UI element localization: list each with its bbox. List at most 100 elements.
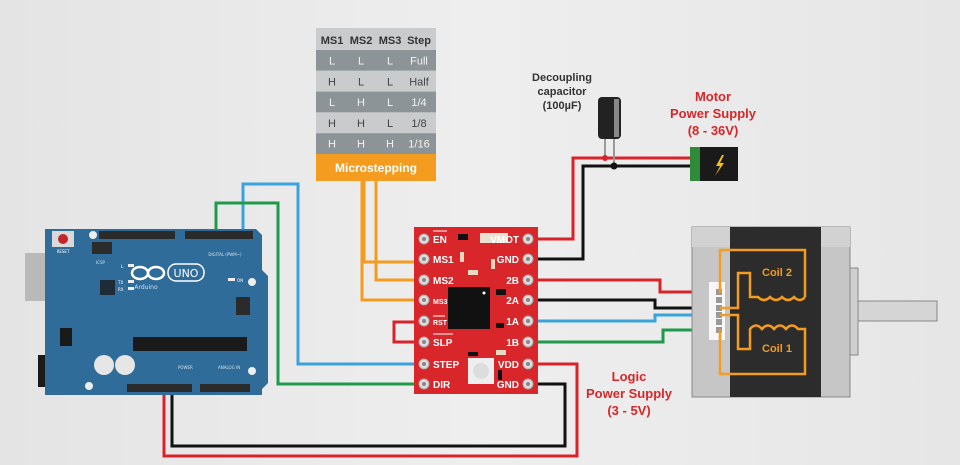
led-on-label: ON <box>237 278 243 283</box>
driver-pin-label: DIR <box>433 380 451 391</box>
table-footer <box>316 154 436 181</box>
mount-hole <box>248 367 256 375</box>
connector-pin <box>716 297 722 303</box>
smd-component <box>498 370 502 380</box>
driver-pin-label: RST <box>433 320 448 327</box>
smd-component <box>496 289 506 295</box>
capacitor-2 <box>115 355 135 375</box>
table-cell: 1/8 <box>411 118 426 130</box>
logic-power-label-1: Logic <box>612 369 647 384</box>
icsp-header <box>92 242 112 254</box>
driver-pin-label: 2B <box>506 276 519 287</box>
analog-header <box>200 384 250 392</box>
connector-pin <box>716 305 722 311</box>
sense-resistor <box>480 233 508 243</box>
driver-pin-label: VDD <box>498 360 519 371</box>
table-header: Step <box>407 35 431 47</box>
mount-hole <box>89 231 97 239</box>
motor-power-label-2: Power Supply <box>670 106 757 121</box>
arduino-uno: RESET DIGITAL (PWM~) ICSP UNO Arduino L … <box>25 229 268 395</box>
wire-ms3 <box>360 181 422 302</box>
mount-hole <box>85 382 93 390</box>
wire-2b <box>528 278 720 294</box>
coil-2-path <box>718 248 807 310</box>
table-cell: L <box>387 76 393 88</box>
driver-pin-label: 1B <box>506 338 519 349</box>
led-rx <box>128 287 134 290</box>
table-header-row <box>316 28 436 50</box>
motor-power-supply: Motor Power Supply (8 - 36V) <box>670 89 757 181</box>
table-row <box>316 50 436 71</box>
usb-chip <box>100 280 115 295</box>
table-cell: 1/4 <box>411 97 426 109</box>
led-l-label: L <box>121 264 124 269</box>
digital-label: DIGITAL (PWM~) <box>208 252 242 257</box>
connector-pin <box>716 319 722 325</box>
table-header: MS1 <box>321 35 344 47</box>
motor-power-label-3: (8 - 36V) <box>688 123 739 138</box>
pin-hole <box>526 237 530 241</box>
table-cell: L <box>358 76 364 88</box>
motor-power-label-1: Motor <box>695 89 731 104</box>
capacitor-stripe <box>614 99 619 137</box>
capacitor-label-2: capacitor <box>538 86 588 98</box>
wire-ms2 <box>362 181 422 264</box>
pin-hole <box>422 278 426 282</box>
pin-hole <box>422 257 426 261</box>
table-cell: L <box>329 56 335 68</box>
reset-button-cap[interactable] <box>58 234 68 244</box>
table-cell: H <box>328 76 336 88</box>
potentiometer-knob[interactable] <box>473 363 489 379</box>
a4988-driver: ENMS1MS2MS3RSTSLPSTEPDIRVMOTGND2B2A1A1BV… <box>414 227 538 394</box>
led-rx-label: RX <box>118 287 124 292</box>
driver-pin-label: EN <box>433 235 447 246</box>
capacitor-label-3: (100µF) <box>543 100 582 112</box>
table-cell: H <box>357 139 365 151</box>
coil-wiring <box>718 248 807 376</box>
driver-pin-label: MS2 <box>433 276 454 287</box>
driver-pin-label: GND <box>497 380 519 391</box>
smd-component <box>460 252 464 262</box>
motor-shaft <box>850 300 938 322</box>
smd-component <box>468 270 478 275</box>
table-cell: H <box>328 118 336 130</box>
decoupling-capacitor: Decoupling capacitor (100µF) <box>532 72 621 170</box>
coil-1-path <box>718 313 807 376</box>
table-row <box>316 133 436 154</box>
table-row <box>316 112 436 134</box>
table-cell: L <box>387 56 393 68</box>
table-cell: L <box>387 118 393 130</box>
uno-badge <box>167 263 205 282</box>
led-on <box>228 278 235 281</box>
microstepping-label: Microstepping <box>335 161 417 175</box>
smd-component <box>496 323 504 328</box>
pin-hole <box>422 298 426 302</box>
wires <box>162 156 720 458</box>
table-cell: L <box>387 97 393 109</box>
arduino-board <box>45 229 268 395</box>
driver-pin-label: VMOT <box>490 235 519 246</box>
stepper-motor: Coil 2 Coil 1 <box>691 226 938 398</box>
connector-pin <box>716 312 722 318</box>
driver-pin-label: 1A <box>506 317 519 328</box>
coil-2-label: Coil 2 <box>762 267 792 279</box>
pin-hole <box>422 237 426 241</box>
driver-pin-label: 2A <box>506 296 519 307</box>
wire-ms1 <box>374 181 422 282</box>
motor-flange <box>849 267 859 356</box>
pin-hole <box>526 382 530 386</box>
table-cell: H <box>386 139 394 151</box>
driver-pin-label: STEP <box>433 360 459 371</box>
pin-hole <box>526 298 530 302</box>
power-label: POWER <box>178 365 193 370</box>
power-header <box>127 384 192 392</box>
smd-component <box>458 234 468 240</box>
lightning-icon <box>715 155 724 176</box>
pin-hole <box>422 340 426 344</box>
pin-hole <box>422 362 426 366</box>
arduino-brand: Arduino <box>134 284 158 291</box>
smd-component <box>496 350 506 355</box>
logic-power-label: Logic Power Supply (3 - 5V) <box>586 369 673 418</box>
table-cell: L <box>358 56 364 68</box>
